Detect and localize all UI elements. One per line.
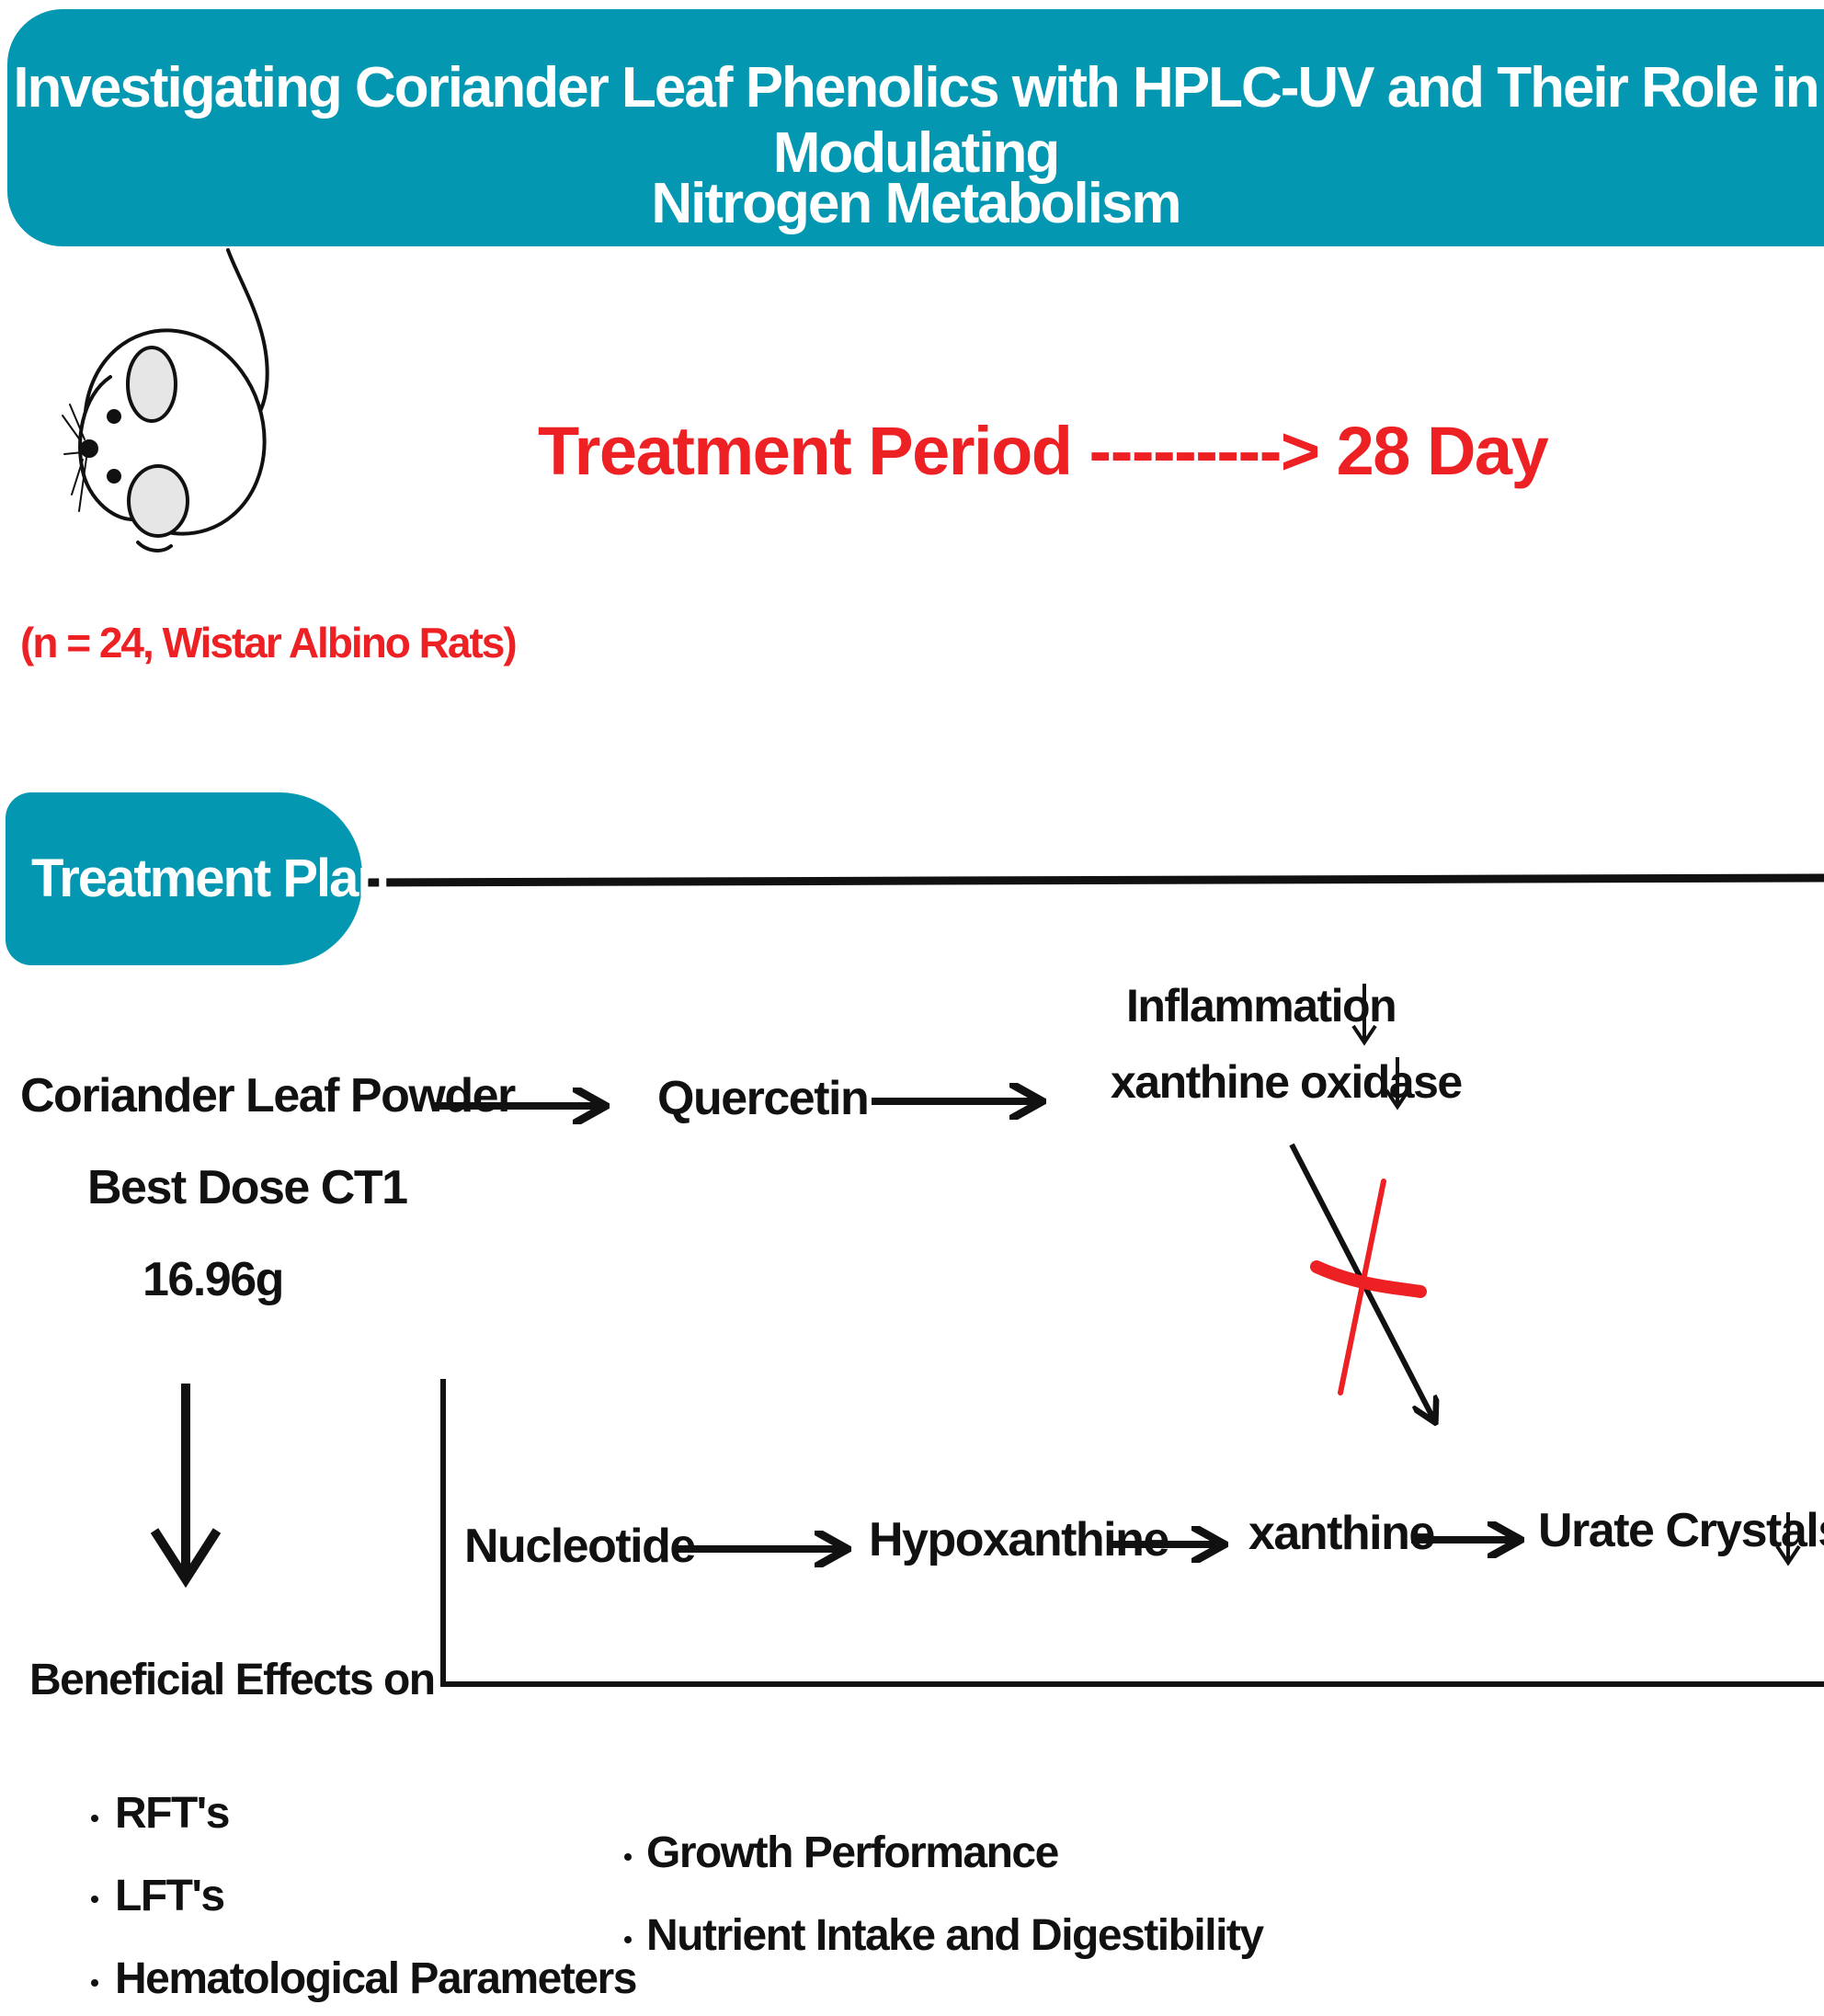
title-line-1: Investigating Coriander Leaf Phenolics w… [13, 56, 1819, 185]
benefit-item: Hematological Parameters [115, 1954, 637, 2003]
pathway-step-xanthine: xanthine [1248, 1507, 1435, 1560]
benefit-item: LFT's [115, 1872, 225, 1920]
intervention-dose-label: Best Dose CT1 [87, 1161, 408, 1214]
title-line-2: Nitrogen Metabolism [651, 172, 1181, 235]
intervention-dose-amount: 16.96g [142, 1253, 284, 1306]
treatment-plan-label: Treatment Plan [31, 849, 390, 908]
benefit-item: RFT's [115, 1789, 230, 1838]
beneficial-heading: Beneficial Effects on [29, 1656, 436, 1704]
pathway-step-nucleotide: Nucleotide [464, 1520, 696, 1573]
benefit-item: Nutrient Intake and Digestibility [646, 1911, 1264, 1960]
effect-inflammation: Inflammation [1126, 980, 1397, 1031]
down-arrow-icon [1351, 984, 1801, 1566]
inhibition-cross-icon [1310, 1179, 1427, 1395]
title-banner: Investigating Coriander Leaf Phenolics w… [7, 9, 1824, 246]
pathway-step-hypoxanthine: Hypoxanthine [869, 1513, 1169, 1566]
treatment-period: Treatment Period ---------> 28 Day [538, 413, 1549, 489]
treatment-plan-tab: Treatment Plan [6, 792, 390, 965]
benefit-item: Growth Performance [646, 1828, 1059, 1877]
rat-icon [62, 248, 269, 552]
intervention-name: Coriander Leaf Powder [20, 1069, 516, 1122]
compound-label: Quercetin [657, 1072, 870, 1125]
sample-note: (n = 24, Wistar Albino Rats) [20, 619, 518, 666]
pathway-step-urate-crystals: Urate Crystals [1538, 1504, 1824, 1557]
effect-xanthine-oxidase: xanthine oxidase [1111, 1056, 1463, 1108]
